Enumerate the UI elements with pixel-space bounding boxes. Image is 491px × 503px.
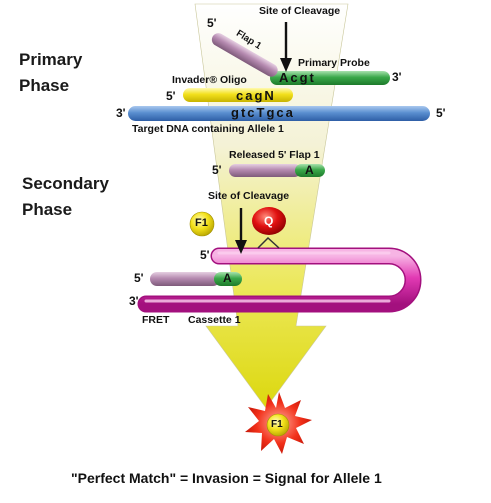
invading-flap-base: [214, 272, 242, 286]
primary-phase-heading: Primary Phase: [19, 49, 82, 97]
site-of-cleavage-label-primary: Site of Cleavage: [259, 5, 341, 17]
fluorophore-marker: [189, 211, 215, 237]
flap1-strand: [211, 33, 278, 77]
target-three-prime-end: 3': [116, 106, 126, 120]
target-sequence: gtcTgca: [231, 105, 295, 120]
cassette-three-prime-end: 3': [129, 294, 139, 308]
released-flap-five-prime-end: 5': [212, 163, 222, 177]
target-dna-label: Target DNA containing Allele 1: [132, 123, 284, 135]
invader-five-prime-end: 5': [166, 89, 176, 103]
primary-phase-line2: Phase: [19, 76, 70, 95]
quencher-marker: [252, 207, 286, 235]
fluorophore-label: F1: [195, 217, 208, 229]
invader-oligo-strand: [183, 88, 293, 102]
signal-fluorophore: [266, 413, 290, 437]
fret-label: FRET: [142, 314, 170, 326]
invading-flap-five-prime-end: 5': [134, 271, 144, 285]
invading-flap-strand: [150, 272, 220, 286]
cassette-five-prime-end: 5': [200, 248, 210, 262]
released-flap-base: [295, 164, 325, 177]
invader-sequence: cagN: [236, 88, 276, 103]
invader-oligo-label: Invader® Oligo: [172, 74, 247, 86]
site-of-cleavage-label-secondary: Site of Cleavage: [208, 190, 290, 202]
released-flap-strand: [229, 164, 301, 177]
probe-sequence: Acgt: [279, 70, 316, 85]
primary-probe-strand: [270, 71, 390, 85]
quencher-label: Q: [264, 214, 274, 228]
diagram-caption: "Perfect Match" = Invasion = Signal for …: [71, 470, 382, 486]
signal-fluorophore-label: F1: [271, 419, 283, 430]
probe-three-prime-end: 3': [392, 70, 402, 84]
secondary-phase-line1: Secondary: [22, 174, 109, 193]
secondary-phase-line2: Phase: [22, 200, 73, 219]
secondary-phase-heading: Secondary Phase: [22, 173, 109, 221]
cassette-label: Cassette 1: [188, 314, 241, 326]
cleavage-arrowhead-primary: [280, 58, 292, 72]
flap1-five-prime-end: 5': [207, 16, 217, 30]
cleavage-arrowhead-secondary: [235, 240, 247, 254]
quencher-linker: [257, 236, 280, 249]
released-flap-label: Released 5' Flap 1: [229, 149, 320, 161]
cassette-base-letter: A: [223, 271, 234, 285]
primary-phase-line1: Primary: [19, 50, 83, 69]
signal-flow-arrow: [194, 3, 349, 409]
target-dna-strand: [128, 106, 430, 121]
released-flap-base-letter: A: [305, 163, 316, 177]
target-five-prime-end: 5': [436, 106, 446, 120]
primary-probe-label: Primary Probe: [298, 57, 370, 69]
